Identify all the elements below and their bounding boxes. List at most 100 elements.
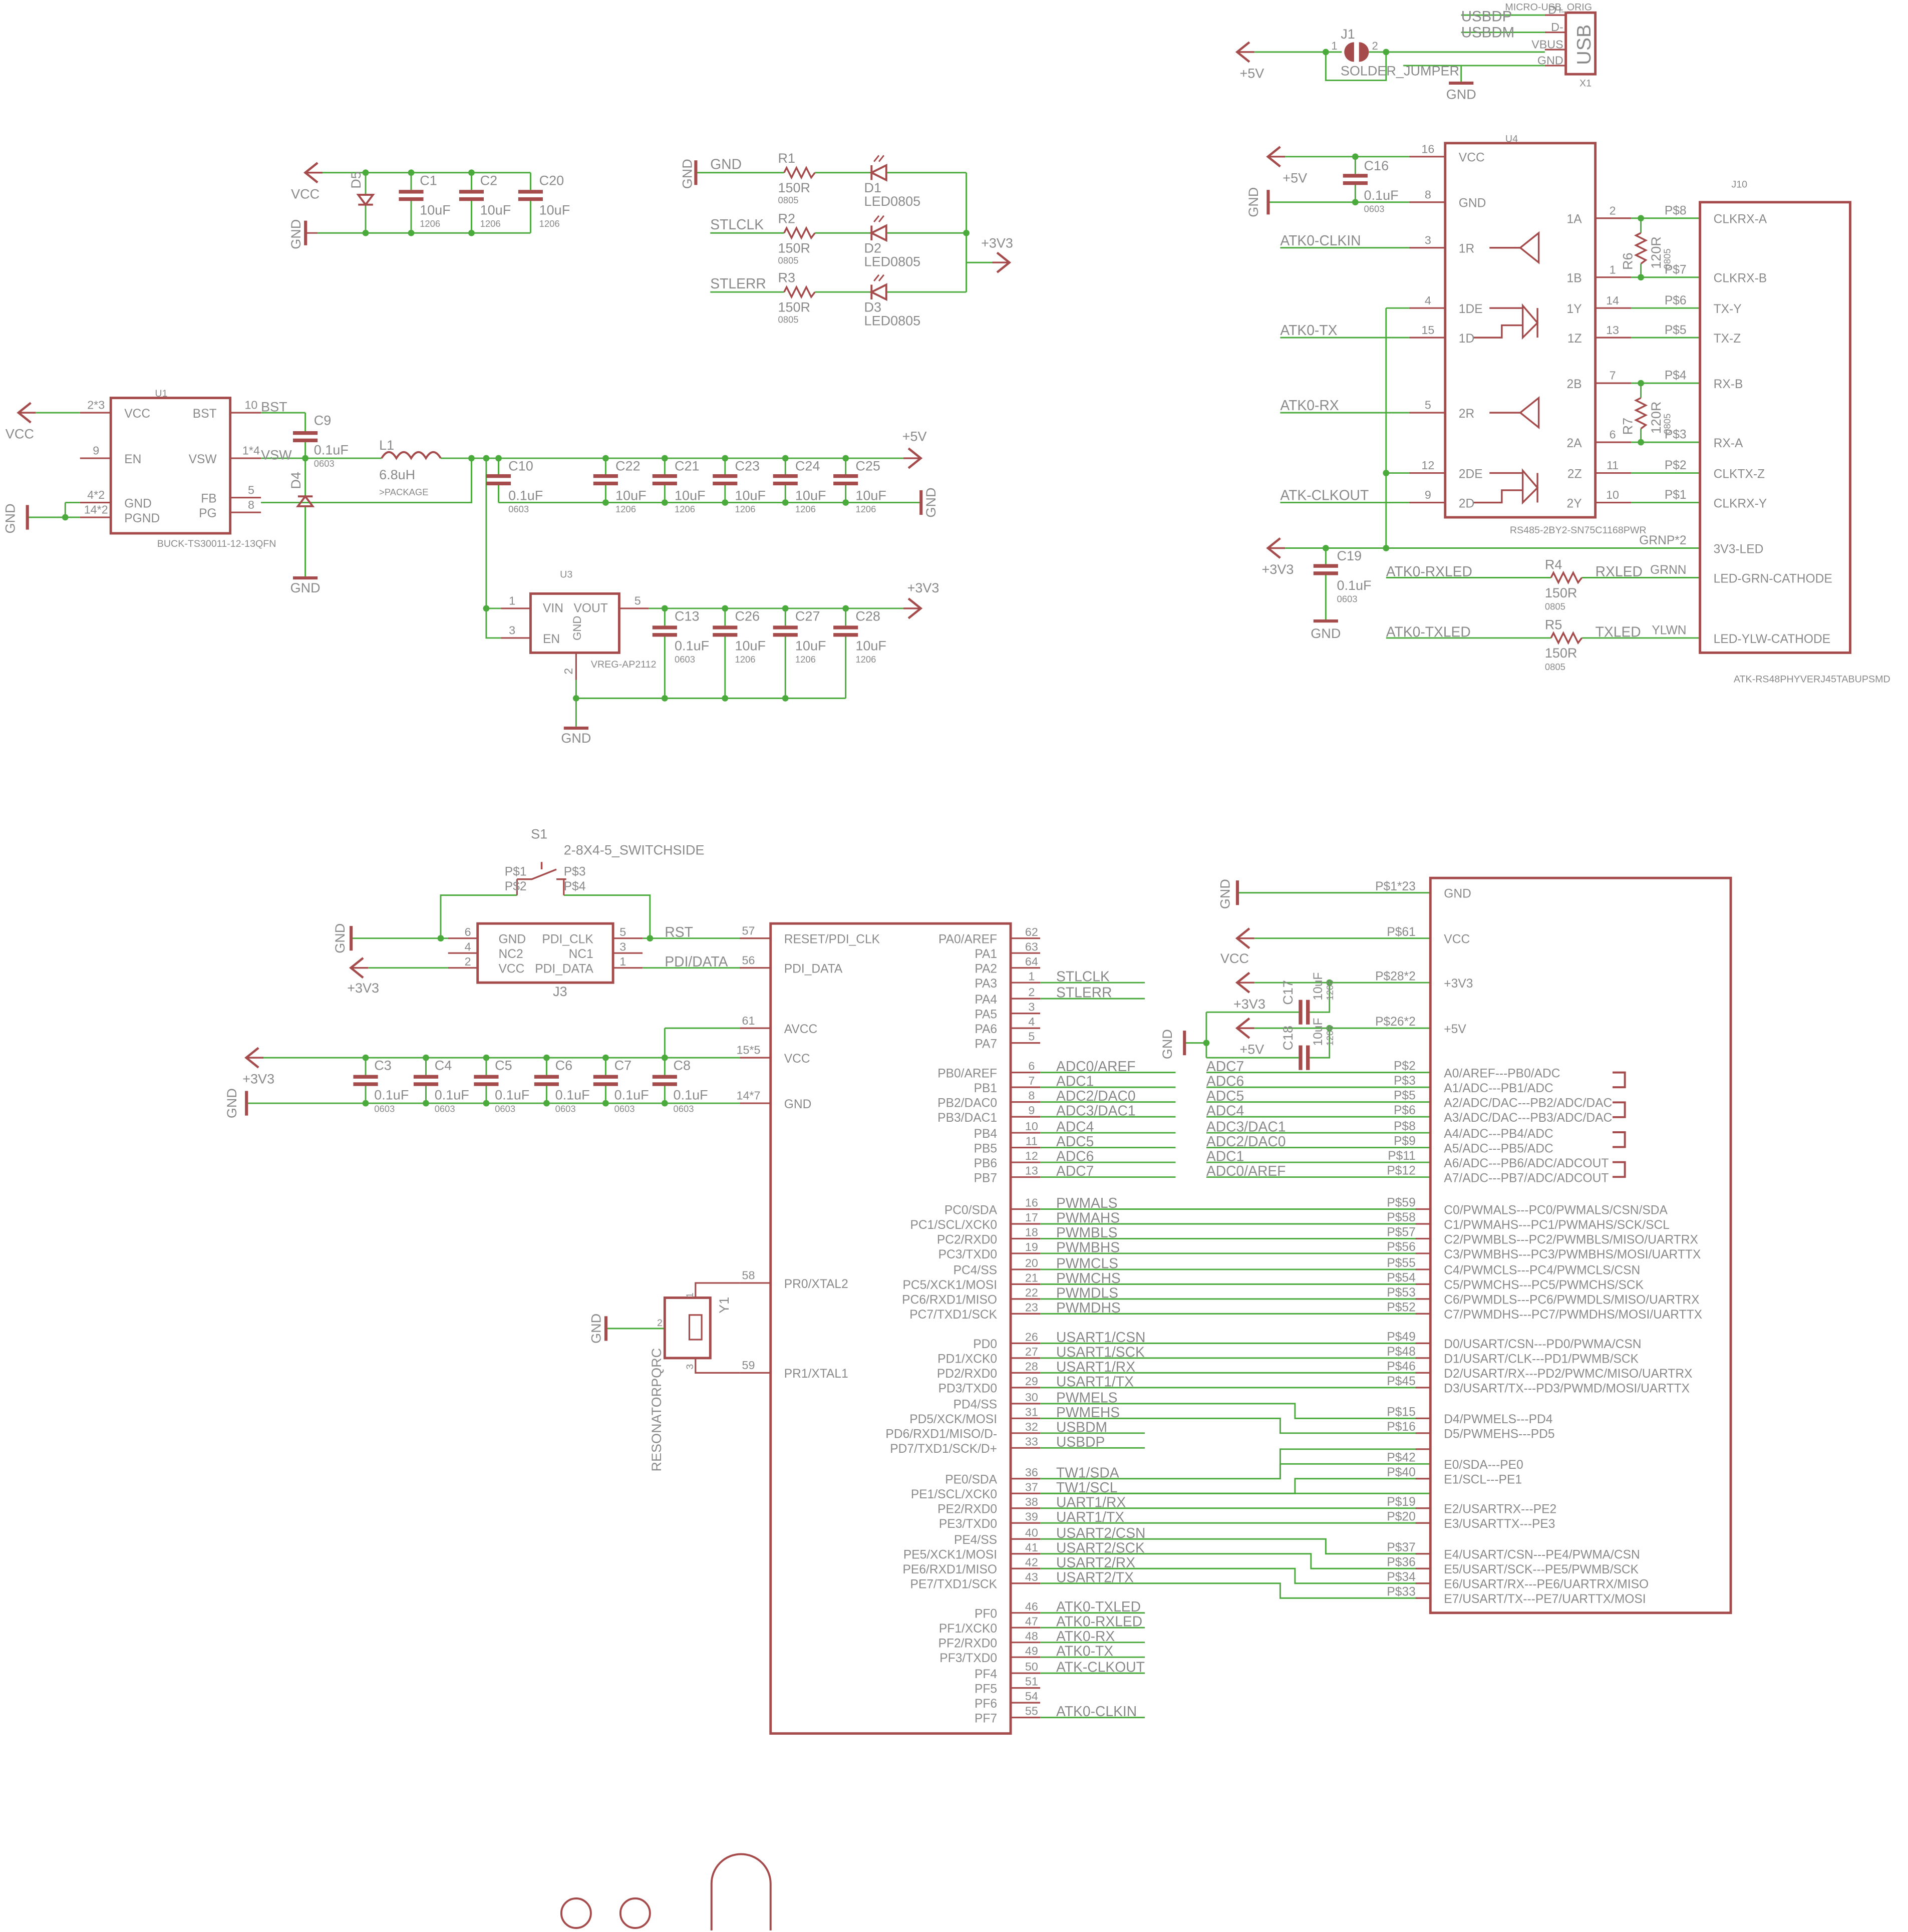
junction-dot — [661, 499, 668, 506]
label-prog-right-0-pin: 5 — [619, 925, 626, 938]
label-mcu-ports-2-6-pad: P$53 — [1387, 1286, 1415, 1300]
label-mcu-ports-3-1-net: USART1/SCK — [1056, 1344, 1145, 1360]
junction-dot — [362, 1054, 369, 1061]
label-usb-nets-1: USBDM — [1461, 24, 1514, 41]
diode-symbol — [295, 494, 315, 507]
label-mcu-ports-4-2-pad: P$19 — [1387, 1495, 1415, 1509]
label-mcu_power-caps-4-value: 0.1uF — [614, 1088, 649, 1103]
label-buck-caps-2-pkg: 1206 — [675, 504, 695, 514]
label-connector-c17-value: 10uF — [1312, 973, 1325, 1001]
label-ldo-vout: VOUT — [573, 601, 607, 615]
led-symbol — [869, 163, 887, 182]
label-mcu-ports-2-4-pad: P$55 — [1387, 1256, 1415, 1270]
label-mcu-ports-1-1-pad: P$3 — [1394, 1074, 1416, 1088]
label-mcu-ports-1-1-label: PB1 — [974, 1082, 997, 1095]
label-mcu-ports-1-2-label: PB2/DAC0 — [937, 1096, 997, 1110]
label-mcu-ports-5-1-label: PF1/XCK0 — [939, 1622, 997, 1636]
ground-symbol-icon — [245, 1091, 248, 1116]
label-mcu-ports-2-3-pin: 19 — [1025, 1240, 1038, 1253]
label-rs485-left-3-pin: 4 — [1425, 294, 1431, 307]
label-j1-value: SOLDER_JUMPER — [1341, 64, 1459, 79]
usb-connector-body — [1564, 11, 1597, 76]
label-prog-net_pdi: PDI/DATA — [665, 953, 728, 970]
label-prog-s1_pads-0: P$1 — [505, 865, 527, 878]
label-mcu-ports-0-6-label: PA6 — [975, 1023, 997, 1036]
diode-symbol — [356, 194, 375, 206]
ground-symbol-icon — [1449, 81, 1474, 85]
label-buck-right-2-label: FB — [201, 492, 216, 506]
label-mcu-ports-1-2-rnet: ADC5 — [1206, 1088, 1244, 1104]
label-mcu-ports-0-7-label: PA7 — [975, 1037, 997, 1051]
supply-arrow-icon — [1235, 41, 1250, 63]
wire — [1040, 1582, 1431, 1599]
label-connector-supplies-0-pad: P$1*23 — [1375, 880, 1416, 893]
label-leds-rows-1-net: STLCLK — [710, 216, 764, 232]
label-buck-caps-2-value: 10uF — [675, 488, 706, 503]
capacitor-plate — [593, 481, 618, 486]
capacitor-plate — [652, 1082, 677, 1086]
label-mcu-ports-3-4-pin: 30 — [1025, 1391, 1038, 1404]
capacitor-plate — [293, 431, 318, 435]
label-buck-left-0-label: VCC — [124, 407, 150, 421]
junction-dot — [1383, 49, 1390, 56]
label-mcu-ports-2-7-net: PWMDHS — [1056, 1300, 1121, 1316]
junction-dot — [782, 605, 789, 612]
junction-dot — [782, 499, 789, 506]
labels: D+D-VBUSGNDUSBDPUSBDMMICRO-USB_ORIGX1USB… — [3, 2, 1890, 1725]
label-usb-pins-0: D+ — [1548, 4, 1563, 17]
resistor-symbol — [783, 285, 816, 299]
label-mcu-ports-3-4-net: PWMELS — [1056, 1389, 1117, 1405]
label-mcu-ports-2-0-pin: 16 — [1025, 1196, 1038, 1209]
label-input_filter-caps-1-pkg: 1206 — [480, 218, 501, 229]
junction-dot — [62, 514, 69, 521]
label-leds-rows-2-r: R3 — [778, 270, 795, 285]
label-leds-rows-0-dv: LED0805 — [864, 194, 921, 209]
capacitor-plate — [713, 481, 738, 486]
junction-dot — [423, 1054, 429, 1061]
label-buck-caps-0-value: 0.1uF — [508, 488, 543, 503]
label-rs485-left-2-label: 1R — [1459, 242, 1474, 256]
label-mcu-ports-2-3-pad: P$56 — [1387, 1240, 1415, 1254]
label-buck-right-1-pin: 1*4 — [242, 444, 260, 457]
label-buck-left-1-label: EN — [124, 453, 141, 466]
label-mcu-ports-4-5-label: PE5/XCK1/MOSI — [903, 1548, 997, 1562]
label-j10-ref: J10 — [1731, 179, 1747, 190]
label-buck-d4: D4 — [288, 472, 303, 489]
label-mcu-ports-1-7-net: ADC7 — [1056, 1163, 1094, 1179]
label-buck-right-0-pin: 10 — [244, 399, 257, 412]
junction-dot — [722, 605, 729, 612]
label-leds-rows-2-net: STLERR — [710, 275, 766, 291]
label-mcu-ports-5-2-label: PF2/RXD0 — [938, 1637, 997, 1651]
label-mcu-ports-4-6-pad: P$34 — [1387, 1570, 1415, 1584]
label-mcu_power-supply: +3V3 — [242, 1072, 274, 1087]
label-mcu-ports-5-5-label: PF5 — [975, 1682, 997, 1696]
capacitor-plate — [652, 633, 677, 637]
label-ldo-caps-2-ref: C27 — [795, 609, 820, 624]
capacitor-plate — [474, 1075, 499, 1079]
label-prog-s1_pads-1: P$2 — [505, 880, 527, 893]
junction-dot — [1322, 49, 1329, 56]
label-leds-rows-1-rv: 150R — [778, 241, 810, 256]
label-connector-supplies-3-label: +5V — [1444, 1023, 1466, 1036]
label-mcu-ports-3-7-label: PD7/TXD1/SCK/D+ — [890, 1442, 997, 1456]
label-y1-pins-0: 1 — [685, 1293, 696, 1298]
label-usb-ref: X1 — [1579, 78, 1592, 89]
receiver-buffer-icon — [1489, 396, 1540, 430]
junction-dot — [302, 455, 308, 462]
label-buck-right-2-pin: 5 — [248, 483, 254, 496]
label-prog-s1_pads-2: P$3 — [564, 865, 586, 878]
label-mcu-ports-0-3-net: STLCLK — [1056, 969, 1110, 985]
label-usb-pins-3: GND — [1537, 54, 1563, 67]
label-buck-l1-ref: L1 — [379, 438, 394, 453]
label-buck-left-3-pin: 14*2 — [84, 503, 108, 516]
inductor-symbol — [381, 451, 442, 460]
label-mcu-ports-0-1-label: PA1 — [975, 947, 997, 961]
junction-dot — [722, 695, 729, 702]
wire — [261, 458, 472, 504]
capacitor-plate — [833, 633, 858, 637]
supply-arrow-icon — [349, 957, 364, 979]
label-mcu-ports-2-3-conn: C3/PWMBHS---PC3/PWMBHS/MOSI/UARTTX — [1444, 1248, 1701, 1261]
label-mcu-ports-2-0-pad: P$59 — [1387, 1196, 1415, 1210]
label-mcu-left-5-label: PR0/XTAL2 — [784, 1277, 848, 1291]
pdi-header-j3 — [476, 922, 614, 984]
